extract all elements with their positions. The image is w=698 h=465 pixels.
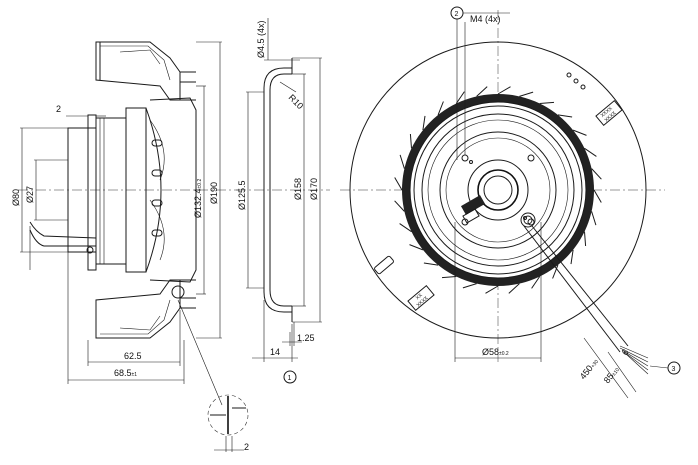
blade-tick [394, 200, 405, 212]
blade-tick [399, 154, 405, 169]
blade-tick [497, 86, 511, 95]
dim-r10: R10 [287, 92, 306, 111]
dim-d27: Ø27 [25, 186, 35, 203]
blade-tick [570, 249, 574, 265]
dim-6: 6 [620, 347, 631, 357]
blade-tick [409, 133, 412, 149]
blade-tick [539, 101, 555, 104]
blade-tick [557, 114, 573, 118]
dim-gap-2: 2 [56, 104, 61, 114]
blade-tick [455, 91, 465, 104]
ring-section: Ø4.5 (4x) R10 Ø125.5 Ø158 Ø170 1.25 14 1 [236, 18, 330, 384]
detail-dim-2: 2 [244, 442, 249, 452]
thread-m4: M4 (4x) [470, 14, 501, 24]
blade-tick [591, 168, 602, 180]
dim-d132: Ø132.4±0.2 [193, 179, 203, 218]
blade-tick [437, 101, 444, 116]
dim-d58: Ø58±0.2 [482, 347, 509, 357]
dim-hole: Ø4.5 (4x) [256, 20, 266, 58]
dim-14: 14 [270, 347, 280, 357]
blade-tick [476, 86, 488, 97]
blade-tick [441, 276, 457, 279]
blade-tick [508, 283, 520, 294]
blade-tick [422, 115, 426, 131]
blade-tick [552, 264, 559, 279]
blade-tick [394, 177, 403, 191]
dim-d158: Ø158 [293, 178, 303, 200]
dim-d125: Ø125.5 [237, 180, 247, 210]
callout-2: 2 [455, 11, 459, 18]
dim-d170: Ø170 [309, 178, 319, 200]
blade-tick [584, 231, 587, 247]
dim-62-5: 62.5 [124, 351, 142, 361]
blade-tick [593, 189, 602, 203]
side-view: 2 Ø80 Ø27 Ø132.4±0.2 Ø190 62.5 [11, 41, 240, 406]
blade-tick [409, 244, 424, 251]
dim-d80: Ø80 [11, 189, 21, 206]
blade-tick [584, 147, 597, 157]
blade-tick [531, 276, 541, 289]
blade-tick [519, 91, 534, 97]
blade-tick [462, 283, 477, 289]
blade-tick [485, 285, 499, 294]
dim-450: 450+30 [578, 356, 600, 381]
blade-tick [399, 223, 412, 233]
dim-85: 85±10 [602, 364, 621, 385]
svg-text:XX: XX [415, 292, 424, 301]
front-view: XXXX XXXX XX XXXX 2 M4 (4x) Ø58±0.2 450+… [340, 6, 681, 399]
dim-d190: Ø190 [209, 182, 219, 204]
dim-1-25: 1.25 [297, 333, 315, 343]
blade-tick [591, 211, 597, 226]
blade-tick [572, 129, 587, 136]
blade-tick [423, 262, 439, 266]
dim-68-5: 68.5±1 [114, 368, 137, 378]
callout-3: 3 [672, 366, 676, 373]
label-box-bottom: XX XXXX [407, 284, 435, 312]
detail-view: 2 [207, 394, 249, 452]
callout-1: 1 [288, 375, 292, 382]
label-stamp-left [374, 255, 394, 275]
blade-ticks [394, 86, 602, 294]
